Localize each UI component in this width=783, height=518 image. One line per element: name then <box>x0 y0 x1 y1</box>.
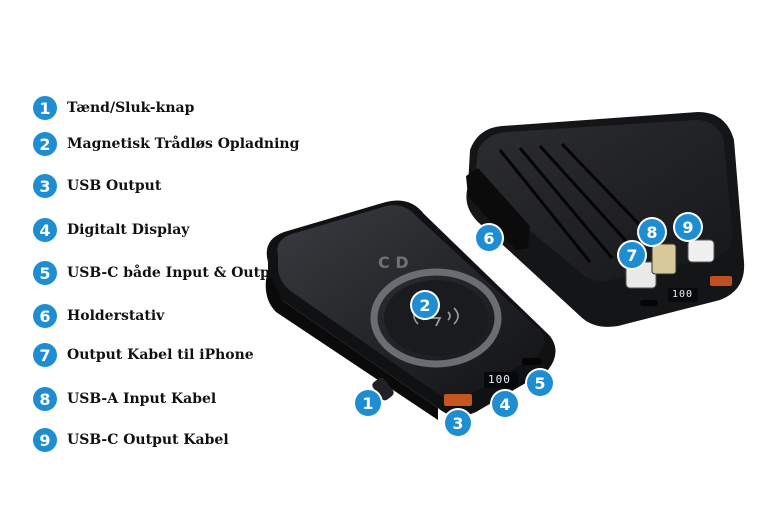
legend-label: Digitalt Display <box>67 222 190 238</box>
legend-label: USB Output <box>67 178 162 194</box>
number-badge: 8 <box>33 387 57 411</box>
number-badge: 7 <box>33 343 57 367</box>
number-badge: 5 <box>33 261 57 285</box>
brand-logo: C D <box>378 253 409 272</box>
rear-display <box>668 288 698 302</box>
legend-item-3: 3 USB Output <box>33 173 161 199</box>
legend-label: Output Kabel til iPhone <box>67 347 254 363</box>
callout-7: 7 <box>619 242 645 268</box>
legend-item-8: 8 USB-A Input Kabel <box>33 386 216 412</box>
usbc-port <box>522 358 542 365</box>
rear-display-readout: 100 <box>672 289 694 300</box>
holder-stand <box>466 168 530 250</box>
usb-a-connector <box>651 243 677 275</box>
callout-3: 3 <box>445 410 471 436</box>
digital-display <box>484 372 518 388</box>
legend-item-5: 5 USB-C både Input & Output <box>33 260 287 286</box>
legend-label: Tænd/Sluk-knap <box>67 100 195 116</box>
number-badge: 2 <box>33 132 57 156</box>
rear-usb-port <box>710 276 732 286</box>
legend-label: USB-A Input Kabel <box>67 391 217 407</box>
callout-8: 8 <box>639 219 665 245</box>
callout-5: 5 <box>527 370 553 396</box>
legend-label: Magnetisk Trådløs Opladning <box>67 136 300 152</box>
legend-item-1: 1 Tænd/Sluk-knap <box>33 95 194 121</box>
legend-item-2: 2 Magnetisk Trådløs Opladning <box>33 131 299 157</box>
number-badge: 4 <box>33 218 57 242</box>
power-button <box>372 377 394 401</box>
legend-item-6: 6 Holderstativ <box>33 303 164 329</box>
rear-power-bank <box>466 112 745 327</box>
callout-9: 9 <box>675 214 701 240</box>
callout-2: 2 <box>412 292 438 318</box>
number-badge: 9 <box>33 428 57 452</box>
number-badge: 6 <box>33 304 57 328</box>
usb-output-port <box>444 394 472 406</box>
front-power-bank: C D <box>265 200 556 420</box>
usb-c-connector <box>687 239 715 263</box>
number-badge: 3 <box>33 174 57 198</box>
callout-6: 6 <box>476 225 502 251</box>
legend-label: USB-C både Input & Output <box>67 265 287 281</box>
front-display-readout: 100 <box>488 373 511 386</box>
legend-label: Holderstativ <box>67 308 165 324</box>
number-badge: 1 <box>33 96 57 120</box>
legend-item-4: 4 Digitalt Display <box>33 217 189 243</box>
callout-1: 1 <box>355 390 381 416</box>
callout-4: 4 <box>492 391 518 417</box>
legend-label: USB-C Output Kabel <box>67 432 229 448</box>
legend-item-7: 7 Output Kabel til iPhone <box>33 342 254 368</box>
charging-ring <box>370 268 502 368</box>
legend-item-9: 9 USB-C Output Kabel <box>33 427 229 453</box>
rear-usbc-port <box>640 300 658 306</box>
